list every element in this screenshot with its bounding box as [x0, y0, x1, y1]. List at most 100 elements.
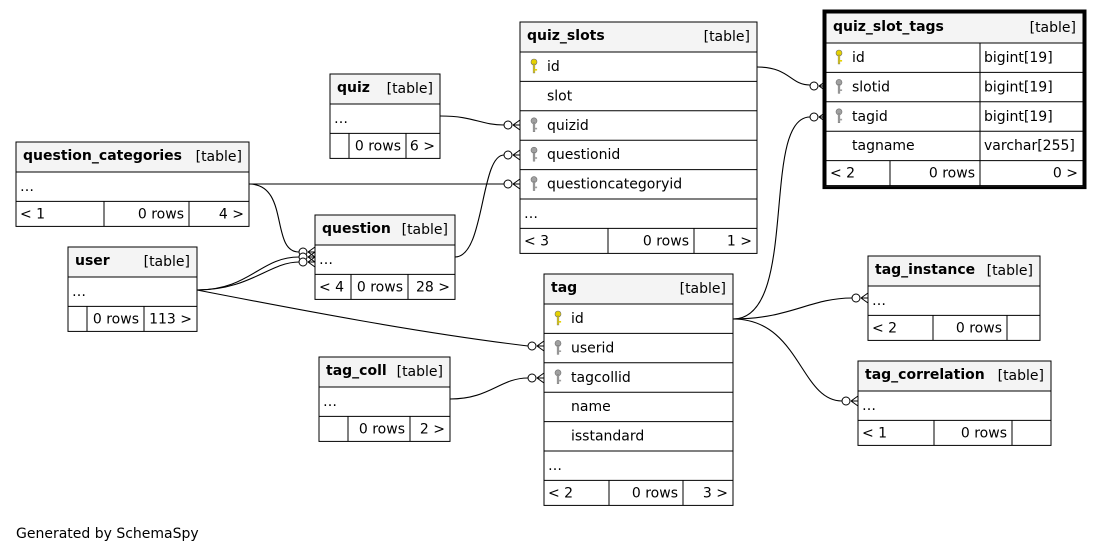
table-kind: [table]: [387, 81, 433, 97]
column-name: …: [862, 398, 876, 414]
table-header: [314, 214, 456, 246]
footer-children: 6 >: [410, 138, 435, 154]
column-row[interactable]: …: [524, 206, 538, 222]
column-name: id: [852, 50, 865, 66]
footer-row-count: 0 rows: [138, 206, 184, 222]
crows-foot-marker: [841, 395, 859, 407]
edge-quiz-to-quiz-slots: [439, 115, 505, 126]
column-name: tagcollid: [571, 370, 631, 386]
footer-children: 2 >: [420, 421, 445, 437]
column-name: isstandard: [571, 429, 644, 445]
column-name: name: [571, 399, 611, 415]
table-kind: [table]: [144, 254, 190, 270]
crows-foot-marker: [527, 340, 545, 352]
column-row[interactable]: …: [20, 179, 34, 195]
footer-row-count: 0 rows: [632, 485, 678, 501]
column-name: id: [547, 59, 560, 75]
column-name: questionid: [547, 147, 620, 163]
table-header: [857, 360, 1052, 392]
column-name: quizid: [547, 118, 589, 134]
table-kind: [table]: [402, 222, 448, 238]
column-name: …: [524, 206, 538, 222]
crows-foot-marker: [503, 149, 521, 161]
selected-table-outline: [822, 9, 1087, 190]
column-row[interactable]: …: [323, 394, 337, 410]
table-name: quiz: [337, 80, 370, 96]
crows-foot-marker: [527, 372, 545, 384]
footer-children: 113 >: [149, 311, 192, 327]
edge-tag-to-tag-instance: [732, 297, 853, 320]
edge-tag-to-tag-correlation: [732, 318, 843, 402]
foreign-key-icon: [530, 117, 538, 133]
relationship-edges: [196, 66, 869, 407]
column-row[interactable]: slot: [547, 88, 573, 104]
table-name: question: [322, 221, 391, 237]
footer-children: 0 >: [1053, 166, 1078, 182]
column-name: …: [20, 179, 34, 195]
column-name: …: [872, 293, 886, 309]
column-row[interactable]: …: [334, 111, 348, 127]
table-frame: [519, 21, 758, 254]
column-row[interactable]: …: [72, 284, 86, 300]
edge-quiz-slots-to-quiz-slot-tags: [756, 66, 811, 86]
footer-parents: < 1: [20, 206, 45, 222]
column-row[interactable]: quizid: [530, 117, 589, 134]
footer-children: 4 >: [219, 206, 244, 222]
foreign-key-icon: [835, 79, 843, 94]
table-name: quiz_slots: [527, 28, 605, 44]
footer-children: 1 >: [727, 233, 752, 249]
footer-parents: < 4: [319, 279, 344, 295]
table-name: tag_coll: [326, 363, 387, 379]
table-frame: [543, 273, 734, 506]
column-row[interactable]: questioncategoryid: [530, 176, 682, 193]
column-row[interactable]: id: [530, 58, 560, 75]
column-row[interactable]: name: [571, 399, 611, 415]
column-row[interactable]: userid: [554, 340, 614, 356]
table-kind: [table]: [1030, 20, 1076, 36]
column-row[interactable]: …: [872, 293, 886, 309]
column-row[interactable]: id: [554, 310, 584, 327]
column-name: slotid: [852, 79, 890, 95]
edge-user-to-question-a: [196, 256, 300, 291]
foreign-key-icon: [835, 108, 843, 124]
column-row[interactable]: …: [548, 458, 562, 474]
table-kind: [table]: [998, 368, 1044, 384]
footer-row-count: 0 rows: [643, 233, 689, 249]
edge-user-to-tag: [196, 289, 529, 347]
footer-children: 3 >: [703, 485, 728, 501]
table-name: quiz_slot_tags: [833, 19, 944, 35]
table-quiz-slots[interactable]: quiz_slots[table]idslotquizidquestionidq…: [519, 21, 758, 254]
column-row[interactable]: tagcollid: [554, 369, 631, 386]
column-name: slot: [547, 88, 573, 104]
table-kind: [table]: [680, 281, 726, 297]
table-kind: [table]: [397, 364, 443, 380]
column-name: …: [319, 252, 333, 268]
table-tag[interactable]: tag[table]iduseridtagcollidnameisstandar…: [543, 273, 734, 506]
crows-foot-marker: [503, 119, 521, 131]
table-name: user: [75, 253, 110, 269]
column-row[interactable]: …: [862, 398, 876, 414]
column-name: tagname: [852, 138, 915, 154]
table-kind: [table]: [196, 149, 242, 165]
footer-row-count: 0 rows: [961, 425, 1007, 441]
column-row[interactable]: questionid: [530, 146, 620, 163]
column-name: …: [334, 111, 348, 127]
column-row[interactable]: isstandard: [571, 429, 644, 445]
column-row[interactable]: …: [319, 252, 333, 268]
table-name: tag_correlation: [865, 367, 985, 383]
crows-foot-marker: [851, 292, 869, 304]
column-type: bigint[19]: [984, 109, 1053, 125]
